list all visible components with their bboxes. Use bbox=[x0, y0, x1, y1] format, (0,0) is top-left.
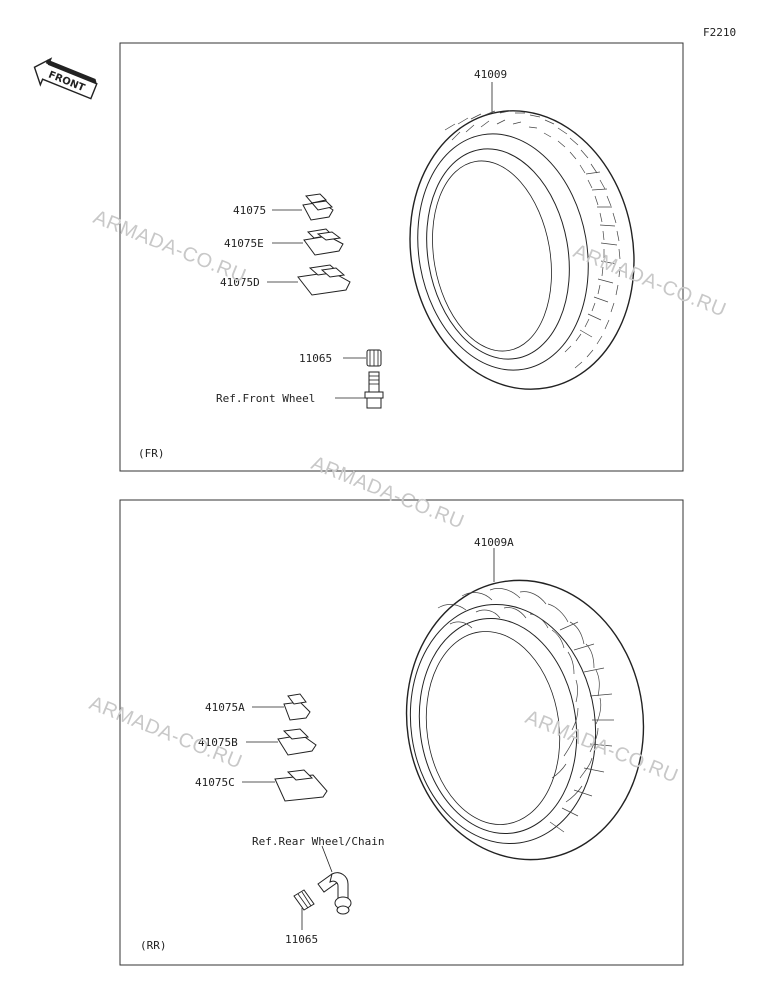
front-panel-frame bbox=[119, 42, 684, 472]
rear-wheel-ref-label: Ref.Rear Wheel/Chain bbox=[252, 835, 384, 848]
front-weight-1-label: 41075 bbox=[233, 204, 266, 217]
front-panel: 41009 41075 41075E 41075D 11065 Ref.Fron… bbox=[119, 42, 684, 472]
front-wheel-ref-label: Ref.Front Wheel bbox=[216, 392, 315, 405]
front-direction-arrow-icon: FRONT bbox=[33, 57, 98, 100]
rear-weight-2-label: 41075B bbox=[198, 736, 238, 749]
balance-weight-icon bbox=[283, 693, 311, 721]
watermark-text: ARMADA-CO.RU bbox=[570, 240, 729, 321]
front-tire-icon bbox=[409, 110, 635, 390]
rear-tire-part-label: 41009A bbox=[474, 536, 514, 549]
balance-weight-icon bbox=[303, 228, 344, 256]
valve-stem-icon bbox=[364, 371, 384, 409]
valve-stem-icon bbox=[317, 872, 352, 915]
diagram-code: F2210 bbox=[703, 26, 736, 39]
rear-panel: 41009A 41075A 41075B 41075C Ref.Rear Whe… bbox=[119, 499, 684, 966]
front-weight-2-label: 41075E bbox=[224, 237, 264, 250]
rear-valve-cap-label: 11065 bbox=[285, 933, 318, 946]
watermark-text: ARMADA-CO.RU bbox=[522, 706, 681, 787]
rear-weight-1-label: 41075A bbox=[205, 701, 245, 714]
rear-panel-frame bbox=[119, 499, 684, 966]
valve-cap-icon bbox=[366, 349, 382, 367]
rear-weight-3-label: 41075C bbox=[195, 776, 235, 789]
valve-cap-icon bbox=[293, 889, 315, 911]
balance-weight-icon bbox=[274, 769, 328, 802]
front-weight-3-label: 41075D bbox=[220, 276, 260, 289]
front-valve-cap-label: 11065 bbox=[299, 352, 332, 365]
balance-weight-icon bbox=[302, 193, 334, 221]
balance-weight-icon bbox=[277, 728, 317, 756]
rear-section-tag: (RR) bbox=[140, 939, 167, 952]
rear-tire-icon bbox=[405, 579, 645, 861]
watermark-text: ARMADA-CO.RU bbox=[308, 452, 467, 533]
front-tire-part-label: 41009 bbox=[474, 68, 507, 81]
front-section-tag: (FR) bbox=[138, 447, 165, 460]
balance-weight-icon bbox=[297, 264, 351, 296]
